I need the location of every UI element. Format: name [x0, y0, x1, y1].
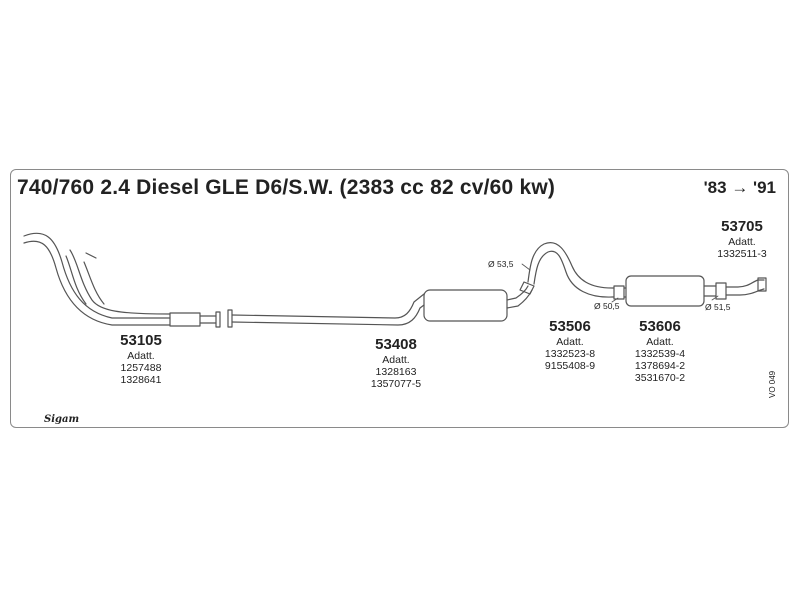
adatt-label: Adatt.: [382, 354, 410, 366]
rear-muffler-clamp: [715, 282, 727, 300]
rear-muffler: [625, 275, 705, 307]
ref-number: 1378694-2: [634, 360, 686, 372]
diagram-frame: 740/760 2.4 Diesel GLE D6/S.W. (2383 cc …: [10, 169, 789, 428]
rear-muffler-outlet: [703, 285, 717, 297]
part-53506: 53506 Adatt. 1332523-8 9155408-9: [532, 318, 608, 372]
ref-number: 1328641: [120, 374, 162, 386]
part-53408: 53408 Adatt. 1328163 1357077-5: [358, 336, 434, 390]
diameter-label-3: Ø 51,5: [705, 302, 731, 312]
ref-number: 1332511-3: [717, 248, 767, 260]
adatt-label: Adatt.: [646, 336, 674, 348]
part-number: 53408: [375, 336, 417, 353]
part-number: 53105: [120, 332, 162, 349]
front-pipe-end-flange: [215, 311, 221, 328]
front-pipe-outlet: [199, 315, 217, 324]
diameter-label-2: Ø 50,5: [594, 301, 620, 311]
brand-logo: Sigam: [44, 414, 80, 425]
front-pipe-joint: [169, 312, 201, 327]
part-53606: 53606 Adatt. 1332539-4 1378694-2 3531670…: [622, 318, 698, 384]
front-pipe-tube-3: [83, 261, 105, 305]
intermediate-pipe: [231, 293, 425, 326]
year-range: '83 → '91: [703, 178, 776, 197]
intermediate-pipe-start: [227, 309, 233, 328]
over-axle-pipe: [527, 242, 615, 298]
part-number: 53705: [721, 218, 763, 235]
diameter-label-1: Ø 53,5: [488, 259, 514, 269]
front-pipe-inlet: [85, 252, 97, 259]
ref-number: 1257488: [120, 362, 162, 374]
dim-leader-1: [521, 263, 531, 271]
front-pipe-tube-1b: [23, 240, 171, 326]
over-axle-pipe-end: [613, 285, 625, 300]
ref-number: 1332539-4: [634, 348, 686, 360]
dim-leader-3: [711, 295, 719, 301]
ref-number: 3531670-2: [634, 372, 686, 384]
rear-muffler-inlet: [623, 287, 627, 298]
adatt-label: Adatt.: [127, 350, 155, 362]
diagram-code: VO 049: [768, 370, 777, 398]
front-pipe-tube-2: [69, 249, 171, 315]
center-muffler: [423, 289, 508, 322]
tail-pipe-tip: [757, 277, 767, 292]
center-muffler-outlet: [506, 285, 533, 309]
part-number: 53606: [639, 318, 681, 335]
dim-leader-2: [611, 297, 619, 303]
part-53705: 53705 Adatt. 1332511-3: [704, 218, 780, 260]
center-muffler-end-clamp: [519, 281, 535, 295]
part-number: 53506: [549, 318, 591, 335]
diagram-title: 740/760 2.4 Diesel GLE D6/S.W. (2383 cc …: [17, 176, 556, 199]
adatt-label: Adatt.: [728, 236, 756, 248]
adatt-label: Adatt.: [556, 336, 584, 348]
front-pipe-tube-1: [23, 232, 171, 319]
ref-number: 1328163: [375, 366, 417, 378]
ref-number: 9155408-9: [544, 360, 596, 372]
part-53105: 53105 Adatt. 1257488 1328641: [108, 332, 174, 386]
front-pipe-tube-2b: [65, 255, 87, 305]
ref-number: 1357077-5: [370, 378, 422, 390]
ref-number: 1332523-8: [544, 348, 596, 360]
